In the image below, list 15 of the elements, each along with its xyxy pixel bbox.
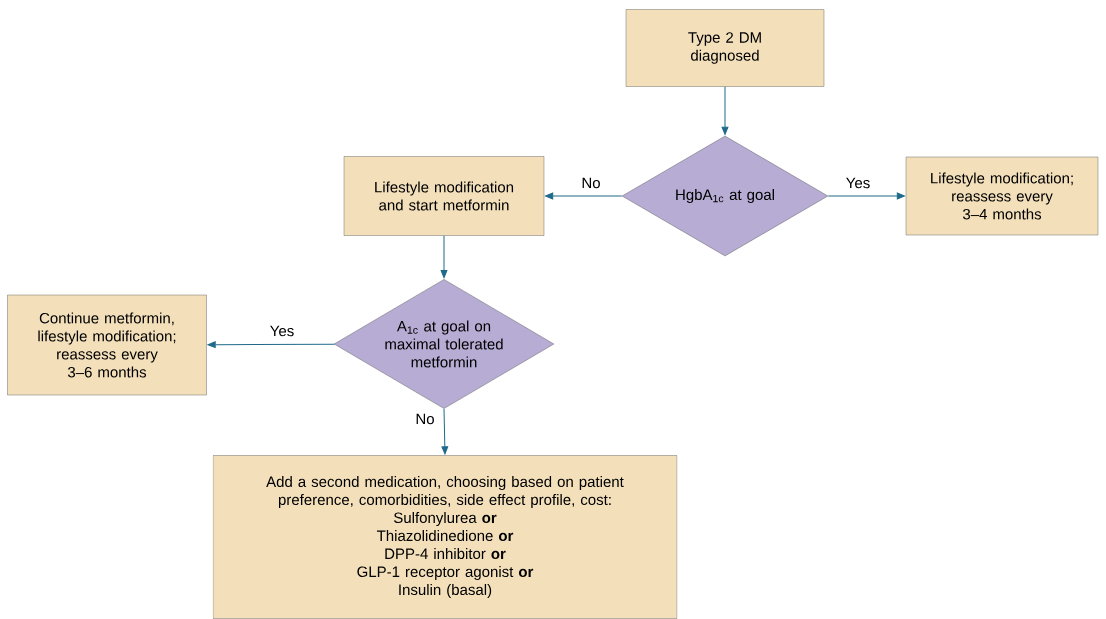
process-box: Add a second medication, choosing based on patient preference, comorbidities, side effect profile, cost: Sulfonylurea or Thiazolidinedione or DPP-4 inhibitor or GLP-1 receptor agonist or Insulin (basal) (212, 455, 678, 619)
arrow (440, 235, 448, 279)
arrow (207, 341, 335, 349)
edge-label: Yes (268, 324, 296, 338)
edge-label: Yes (844, 176, 872, 190)
arrow (545, 192, 623, 200)
process-box: Lifestyle modification; reassess every 3–4 months (905, 156, 1099, 236)
process-box: Lifestyle modification and start metformin (343, 156, 545, 236)
arrow (721, 86, 729, 135)
process-box: Continue metformin, lifestyle modification; reassess every 3–6 months (7, 294, 207, 396)
arrow (827, 192, 905, 200)
arrow (441, 408, 449, 455)
edge-label: No (414, 412, 436, 426)
process-box: Type 2 DM diagnosed (625, 9, 825, 87)
edge-label: No (580, 176, 602, 190)
